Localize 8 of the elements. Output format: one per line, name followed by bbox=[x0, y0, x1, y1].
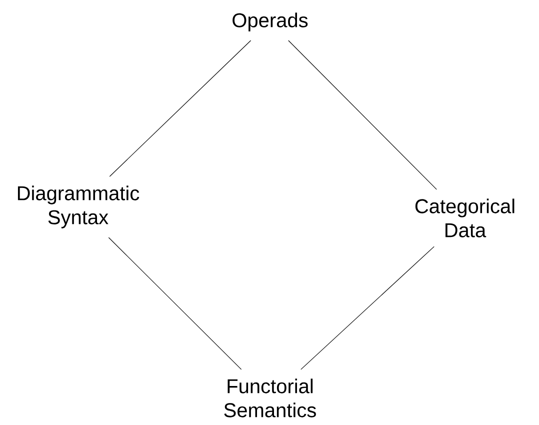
label-text: Functorial Semantics bbox=[224, 378, 316, 418]
label-text: Diagrammatic Syntax bbox=[18, 186, 140, 228]
connector-line bbox=[300, 246, 434, 370]
label-text: Operads bbox=[232, 12, 308, 32]
connector-line bbox=[109, 40, 252, 177]
connector-line bbox=[108, 237, 242, 370]
connector-line bbox=[288, 40, 437, 190]
label-text: Categorical Data bbox=[415, 198, 514, 238]
